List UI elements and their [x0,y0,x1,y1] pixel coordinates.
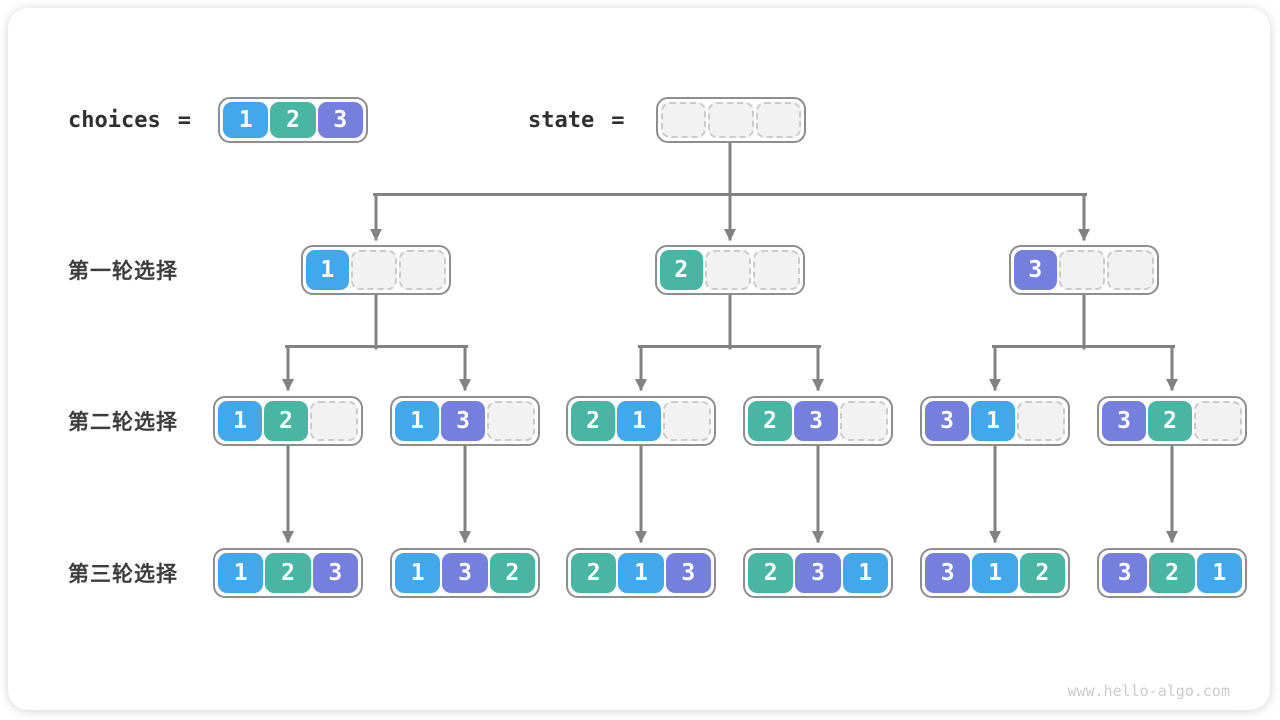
row-label-round1: 第一轮选择 [68,260,178,283]
value-cell-1: 1 [218,401,262,441]
value-cell-2: 2 [748,553,794,593]
empty-cell [661,102,707,138]
value-cell-2: 2 [748,401,792,441]
empty-cell [487,401,535,441]
value-cell-3: 3 [665,553,711,593]
value-cell-2: 2 [1149,553,1195,593]
value-cell-1: 1 [842,553,888,593]
value-cell-1: 1 [617,401,661,441]
empty-cell [1017,401,1065,441]
state-equals: = [611,107,625,133]
value-cell-2: 2 [489,553,535,593]
state-legend: state = [528,97,624,143]
empty-cell [708,102,754,138]
watermark: www.hello-algo.com [1067,682,1230,700]
value-cell-3: 3 [1102,401,1146,441]
value-cell-2: 2 [571,401,615,441]
value-cell-1: 1 [223,102,269,138]
connector-round2-to-round3 [282,440,1178,543]
value-cell-2: 2 [571,553,617,593]
value-cell-1: 1 [618,553,664,593]
choices-equals: = [177,107,191,133]
empty-cell [1058,250,1106,290]
state-array [656,97,806,143]
value-cell-1: 1 [218,553,264,593]
connector-round1-to-round2 [282,290,1178,391]
value-cell-3: 3 [441,401,485,441]
choices-legend: choices = [68,97,191,143]
empty-cell [1107,250,1155,290]
empty-cell [399,250,447,290]
value-cell-3: 3 [1014,250,1057,290]
state-label: state [528,107,595,133]
value-cell-3: 3 [794,401,838,441]
value-cell-2: 2 [660,250,703,290]
value-cell-3: 3 [317,102,363,138]
value-cell-2: 2 [265,553,311,593]
choices-label: choices [68,107,161,133]
empty-cell [753,250,801,290]
connector-state-to-round1 [370,141,1090,241]
round1-node-1: 2 [655,245,805,295]
value-cell-2: 2 [264,401,308,441]
round1-node-0: 1 [301,245,451,295]
empty-cell [350,250,398,290]
empty-cell [1194,401,1242,441]
value-cell-1: 1 [395,401,439,441]
value-cell-3: 3 [795,553,841,593]
value-cell-2: 2 [270,102,316,138]
value-cell-3: 3 [1102,553,1148,593]
empty-cell [755,102,801,138]
value-cell-1: 1 [306,250,349,290]
value-cell-1: 1 [395,553,441,593]
empty-cell [704,250,752,290]
value-cell-3: 3 [925,401,969,441]
row-label-round3: 第三轮选择 [68,563,178,586]
empty-cell [310,401,358,441]
round1-node-2: 3 [1009,245,1159,295]
value-cell-3: 3 [925,553,971,593]
tree-connectors [282,141,1178,543]
value-cell-3: 3 [312,553,358,593]
value-cell-1: 1 [972,553,1018,593]
row-label-round2: 第二轮选择 [68,411,178,434]
value-cell-1: 1 [1196,553,1242,593]
value-cell-2: 2 [1019,553,1065,593]
value-cell-1: 1 [971,401,1015,441]
value-cell-2: 2 [1148,401,1192,441]
value-cell-3: 3 [442,553,488,593]
empty-cell [663,401,711,441]
empty-cell [840,401,888,441]
